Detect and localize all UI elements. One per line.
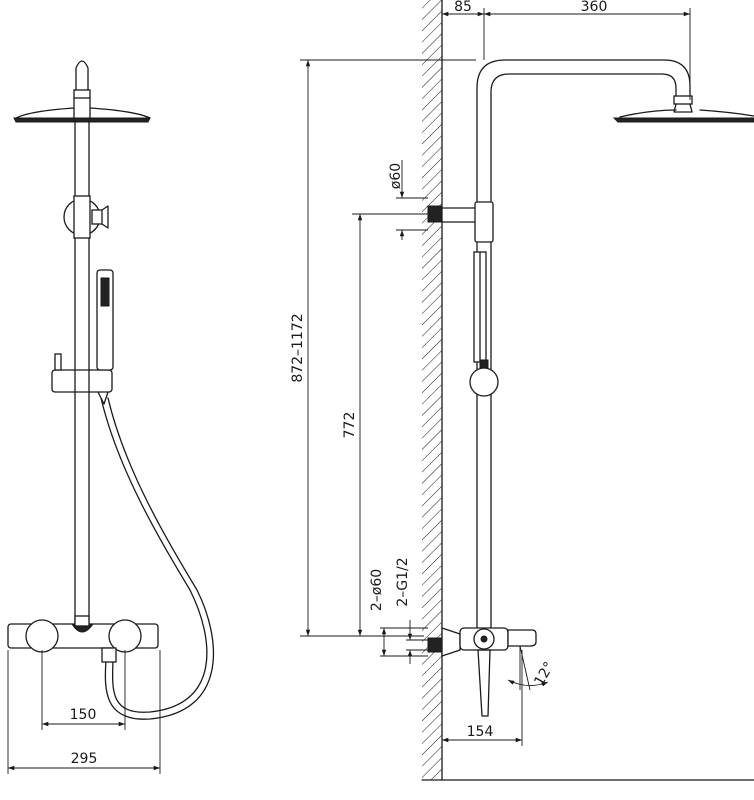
dim-flange-diameter: 2–ø60	[369, 569, 385, 611]
riser-top-collar	[73, 89, 91, 99]
dim-bracket-diameter: ø60	[388, 163, 404, 189]
side-riser-outer	[476, 59, 691, 631]
wall-hatch	[422, 0, 442, 780]
dim-wall-offset: 85	[454, 0, 472, 15]
side-view	[421, 0, 754, 781]
dim-arm-length: 360	[581, 0, 608, 15]
front-hose	[100, 397, 208, 713]
front-outlet	[101, 647, 117, 663]
riser-top-knob	[75, 60, 89, 91]
dim-total-height: 872–1172	[290, 313, 306, 382]
front-mixer-left-knob	[25, 619, 59, 653]
front-slide-holder	[51, 369, 113, 393]
front-view	[7, 60, 215, 720]
side-shower-head	[612, 117, 754, 123]
front-mixer-right-knob	[108, 619, 142, 653]
dim-mixer-width: 295	[71, 751, 98, 767]
dim-slide-height: 772	[342, 412, 358, 439]
side-slide-holder	[469, 367, 499, 397]
dim-spout-angle: 12°	[531, 659, 557, 689]
dim-spout-projection: 154	[467, 724, 494, 740]
dim-thread: 2–G1/2	[395, 557, 411, 606]
side-riser-inner	[490, 73, 677, 631]
front-dimensions: 150 295	[7, 650, 161, 774]
spout-angle-arc	[507, 679, 549, 687]
side-spout	[507, 629, 537, 647]
upper-wall-flange	[427, 205, 443, 223]
upper-bracket-clamp	[474, 201, 494, 243]
dim-inlet-spacing: 150	[70, 707, 97, 723]
side-down-pipe	[477, 649, 491, 717]
lower-wall-flange	[427, 637, 443, 653]
front-shower-head	[13, 117, 151, 123]
